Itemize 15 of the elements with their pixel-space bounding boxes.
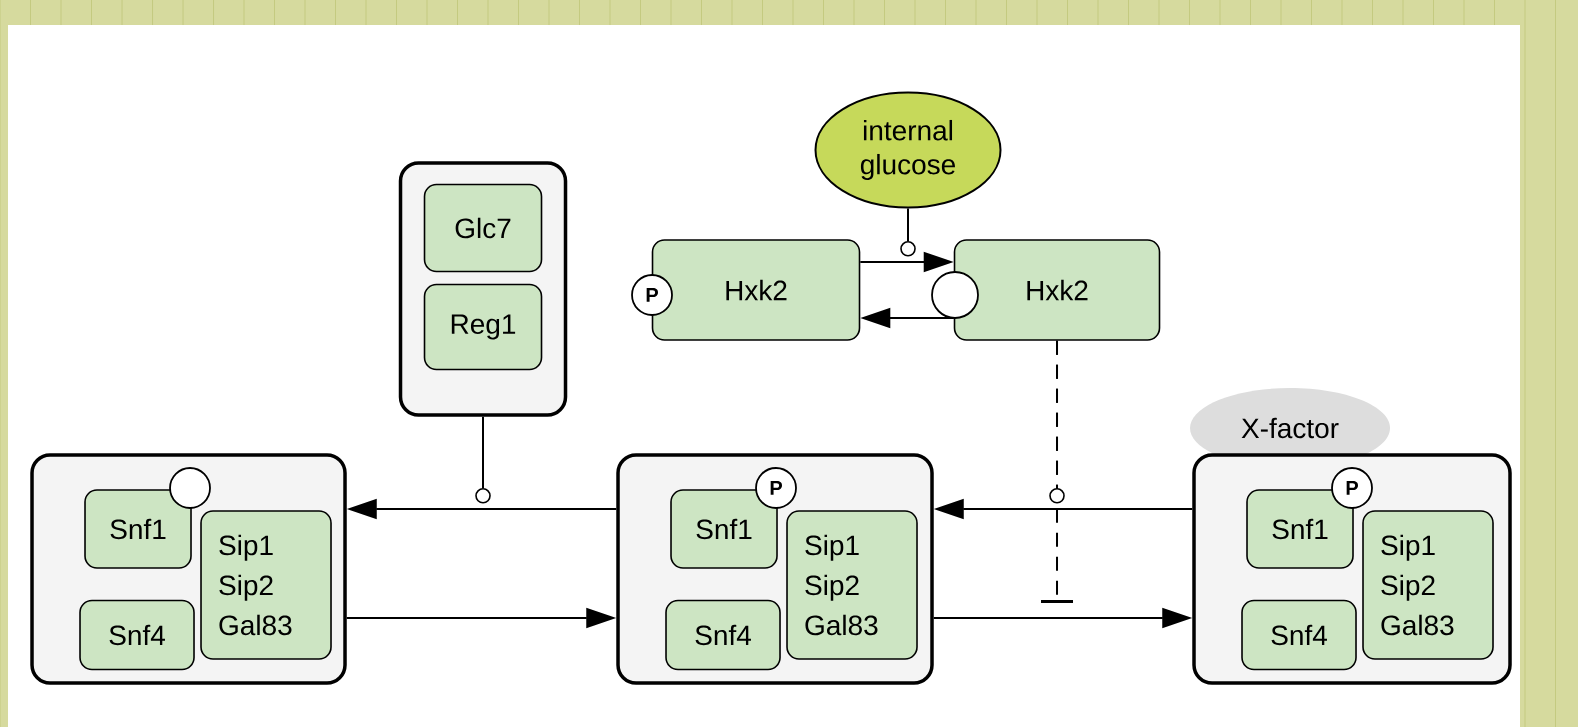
protein-box: Sip1 Sip2 Gal83 bbox=[1362, 510, 1494, 660]
protein-box: Hxk2 bbox=[953, 239, 1161, 341]
modulation-line bbox=[475, 415, 491, 504]
state-circle bbox=[169, 467, 211, 509]
modulation-line bbox=[900, 207, 916, 257]
protein-box: Snf1 bbox=[84, 489, 192, 569]
protein-box: Snf4 bbox=[1241, 599, 1357, 671]
protein-box: Glc7 bbox=[423, 183, 543, 273]
state-circle bbox=[931, 271, 979, 319]
protein-box: Reg1 bbox=[423, 283, 543, 371]
protein-box: Sip1 Sip2 Gal83 bbox=[786, 510, 918, 660]
modulation-line bbox=[1049, 339, 1065, 504]
protein-box: Sip1 Sip2 Gal83 bbox=[200, 510, 332, 660]
protein-box: Snf4 bbox=[79, 599, 195, 671]
protein-box: Snf4 bbox=[665, 599, 781, 671]
